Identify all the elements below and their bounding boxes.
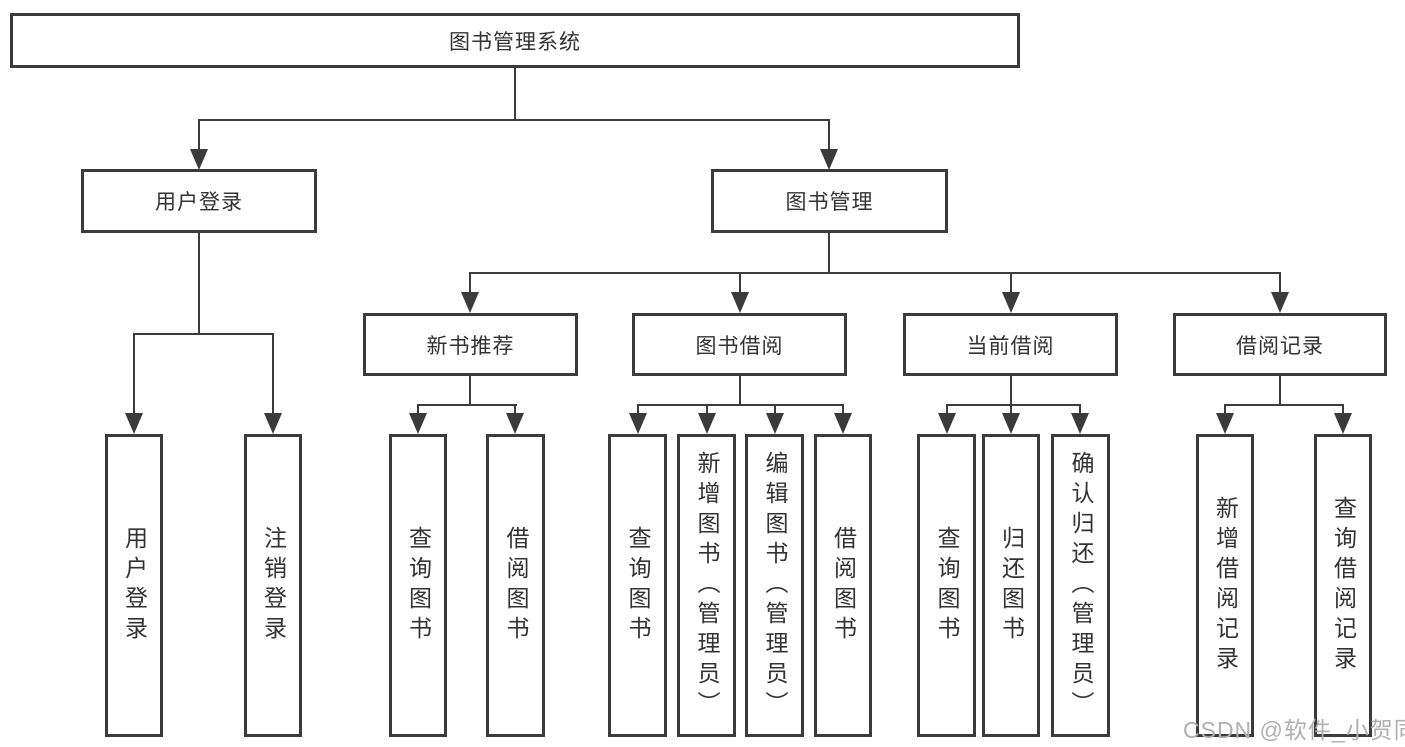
leaf-label: 查询图书 — [405, 525, 432, 646]
node-book-management: 图书管理 — [711, 169, 948, 233]
connector-line — [739, 376, 741, 405]
connector-line — [133, 333, 274, 335]
leaf-current-return-books: 归还图书 — [982, 434, 1040, 737]
connector-line — [1279, 272, 1281, 293]
node-user-login: 用户登录 — [81, 169, 317, 233]
arrowhead-down-icon — [1271, 292, 1289, 313]
arrowhead-down-icon — [1002, 292, 1020, 313]
connector-line — [133, 333, 135, 413]
arrowhead-down-icon — [629, 413, 647, 434]
leaf-label: 新增借阅记录 — [1212, 495, 1239, 676]
connector-line — [842, 404, 844, 414]
connector-line — [469, 272, 1281, 274]
leaf-recommend-borrow-books: 借阅图书 — [486, 434, 545, 737]
leaf-label: 确认归还（管理员） — [1068, 450, 1094, 721]
node-current-borrowing: 当前借阅 — [903, 313, 1118, 376]
node-label: 图书管理系统 — [449, 30, 581, 54]
leaf-recommend-query-books: 查询图书 — [389, 434, 447, 737]
node-label: 当前借阅 — [966, 334, 1055, 358]
leaf-label: 借阅图书 — [503, 525, 529, 646]
node-label: 借阅记录 — [1236, 334, 1324, 358]
connector-line — [514, 68, 516, 120]
connector-line — [946, 404, 948, 414]
leaf-label: 查询图书 — [625, 525, 651, 646]
leaf-borrowing-query-books: 查询图书 — [608, 434, 667, 737]
leaf-label: 查询借阅记录 — [1330, 495, 1357, 676]
leaf-label: 新增图书（管理员） — [694, 450, 720, 721]
connector-line — [469, 272, 471, 293]
leaf-label: 借阅图书 — [830, 525, 857, 646]
connector-line — [774, 404, 776, 414]
arrowhead-down-icon — [731, 292, 749, 313]
leaf-borrowing-borrow-books: 借阅图书 — [814, 434, 872, 737]
connector-line — [1342, 404, 1344, 414]
connector-line — [946, 404, 1081, 406]
arrowhead-down-icon — [409, 413, 427, 434]
connector-line — [198, 119, 830, 121]
leaf-user-login: 用户登录 — [105, 434, 163, 737]
connector-line — [1224, 404, 1344, 406]
arrowhead-down-icon — [698, 413, 716, 434]
connector-line — [1010, 404, 1012, 414]
connector-line — [1010, 272, 1012, 293]
leaf-records-query-record: 查询借阅记录 — [1314, 434, 1372, 737]
connector-line — [198, 233, 200, 334]
node-root-library-management-system: 图书管理系统 — [10, 13, 1020, 68]
csdn-watermark: CSDN @软件_小贺同学 — [1183, 717, 1405, 743]
connector-line — [637, 404, 639, 414]
connector-line — [1010, 376, 1012, 405]
arrowhead-down-icon — [461, 292, 479, 313]
leaf-label: 编辑图书（管理员） — [762, 450, 788, 721]
node-borrowing-records: 借阅记录 — [1173, 313, 1387, 376]
connector-line — [417, 404, 517, 406]
leaf-label: 注销登录 — [260, 525, 287, 646]
arrowhead-down-icon — [190, 149, 208, 170]
leaf-current-confirm-return-admin: 确认归还（管理员） — [1051, 434, 1110, 737]
leaf-current-query-books: 查询图书 — [917, 434, 976, 737]
connector-line — [828, 119, 830, 150]
arrowhead-down-icon — [1216, 413, 1234, 434]
leaf-label: 用户登录 — [121, 525, 148, 646]
arrowhead-down-icon — [1071, 413, 1089, 434]
leaf-borrowing-add-books-admin: 新增图书（管理员） — [677, 434, 736, 737]
arrowhead-down-icon — [938, 413, 956, 434]
connector-line — [514, 404, 516, 414]
connector-line — [1224, 404, 1226, 414]
node-label: 用户登录 — [155, 191, 243, 214]
leaf-borrowing-edit-books-admin: 编辑图书（管理员） — [745, 434, 804, 737]
node-label: 图书管理 — [785, 191, 874, 214]
arrowhead-down-icon — [1334, 413, 1352, 434]
connector-line — [469, 376, 471, 405]
arrowhead-down-icon — [834, 413, 852, 434]
arrowhead-down-icon — [1002, 413, 1020, 434]
leaf-records-add-record: 新增借阅记录 — [1196, 434, 1254, 737]
node-new-book-recommend: 新书推荐 — [363, 313, 578, 376]
connector-line — [637, 404, 844, 406]
connector-line — [198, 119, 200, 150]
leaf-label: 查询图书 — [934, 525, 960, 646]
arrowhead-down-icon — [506, 413, 524, 434]
connector-line — [1079, 404, 1081, 414]
arrowhead-down-icon — [125, 413, 143, 434]
leaf-label: 归还图书 — [998, 525, 1025, 646]
connector-line — [1279, 376, 1281, 405]
arrowhead-down-icon — [766, 413, 784, 434]
connector-line — [706, 404, 708, 414]
connector-line — [417, 404, 419, 414]
leaf-logout: 注销登录 — [244, 434, 302, 737]
node-book-borrowing: 图书借阅 — [632, 313, 847, 376]
connector-line — [739, 272, 741, 293]
arrowhead-down-icon — [820, 149, 838, 170]
connector-line — [828, 233, 830, 274]
node-label: 图书借阅 — [695, 334, 784, 358]
connector-line — [272, 333, 274, 413]
node-label: 新书推荐 — [426, 334, 515, 358]
arrowhead-down-icon — [264, 413, 282, 434]
